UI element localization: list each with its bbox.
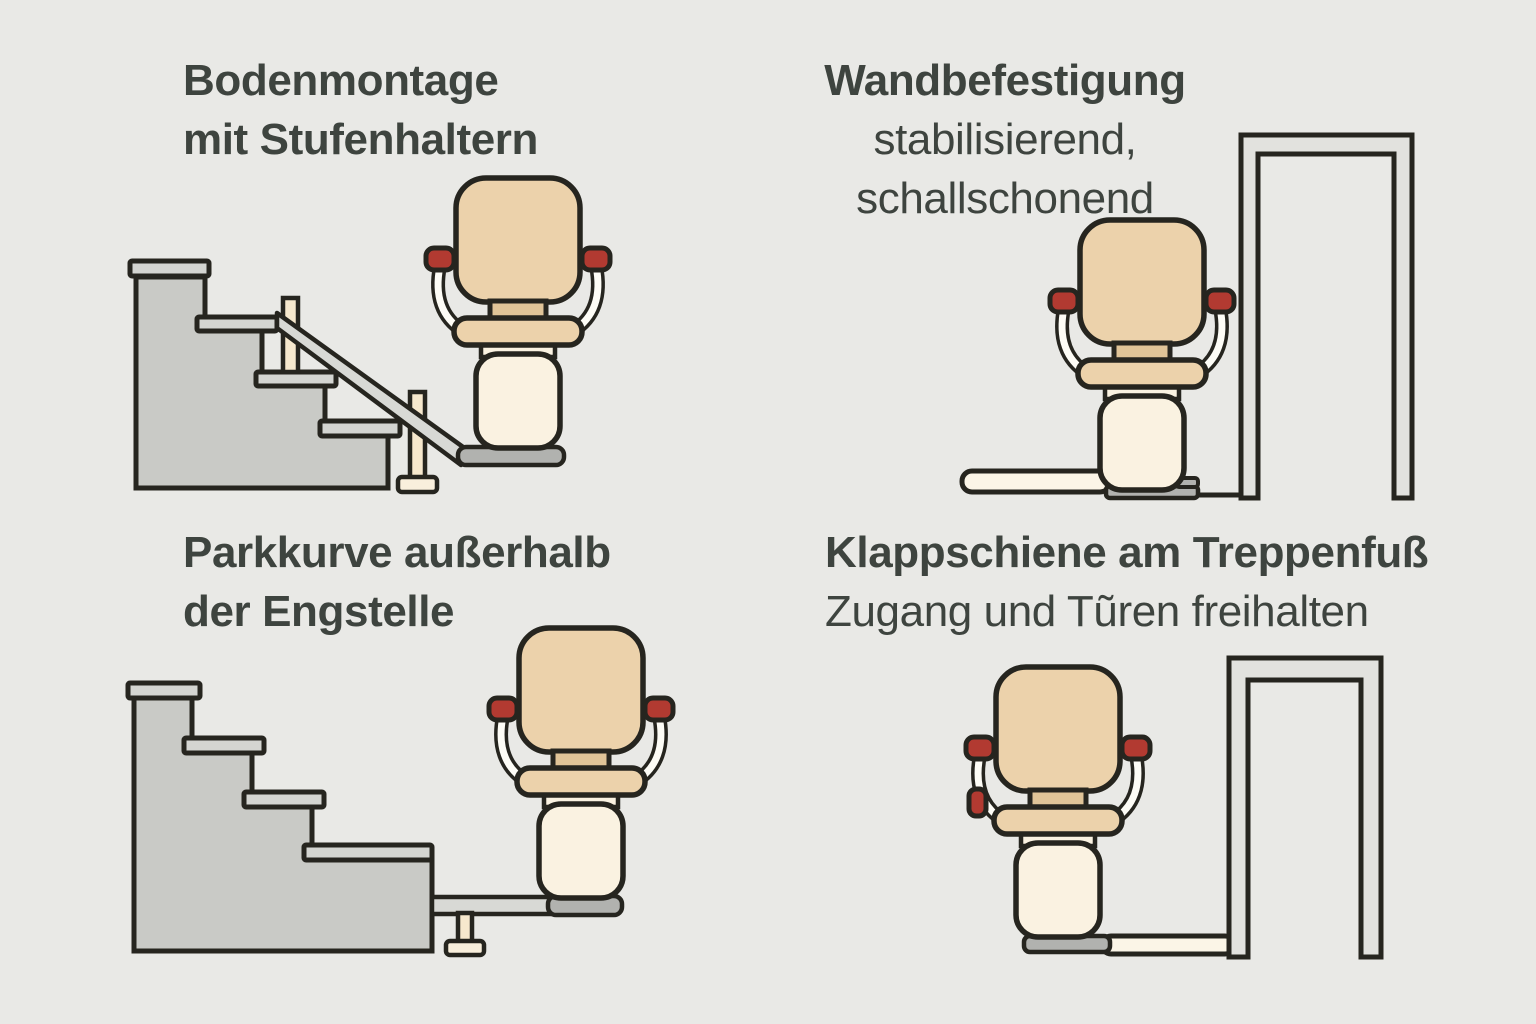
illustration-bodenmontage bbox=[127, 178, 610, 495]
title-line: Wandbefestigung bbox=[824, 56, 1186, 105]
chair-grip-extra-left bbox=[966, 786, 989, 819]
door-frame bbox=[1238, 132, 1415, 501]
rail-support-post bbox=[455, 910, 475, 945]
panel-title-wandbefestigung: Wandbefestigung stabilisierend, schallsc… bbox=[787, 51, 1223, 228]
title-line: der Engstelle bbox=[183, 587, 455, 636]
stair-tread bbox=[194, 314, 280, 334]
door-frame bbox=[1226, 655, 1384, 960]
stairlift-rail-horizontal bbox=[429, 894, 559, 917]
stair-tread bbox=[317, 418, 403, 439]
stairlift-rail-horizontal bbox=[959, 468, 1113, 495]
title-line: Klappschiene am Treppenfuß bbox=[825, 528, 1429, 577]
title-line: schallschonend bbox=[856, 174, 1154, 223]
panel-title-parkkurve: Parkkurve außerhalb der Engstelle bbox=[183, 523, 611, 641]
stair-tread bbox=[181, 735, 267, 756]
panel-title-bodenmontage: Bodenmontage mit Stufenhaltern bbox=[183, 51, 538, 169]
stairlift-rail-horizontal bbox=[1099, 933, 1237, 957]
stair-top-cap bbox=[127, 258, 212, 279]
stairlift-chair bbox=[966, 667, 1150, 937]
stair-top-cap bbox=[125, 680, 203, 701]
title-line: Parkkurve außerhalb bbox=[183, 528, 611, 577]
title-line: stabilisierend, bbox=[873, 115, 1137, 164]
illustration-parkkurve bbox=[125, 628, 673, 958]
stair-tread bbox=[241, 789, 327, 810]
rail-support-post-base bbox=[443, 938, 487, 958]
title-line: mit Stufenhaltern bbox=[183, 115, 538, 164]
illustration-klappschiene bbox=[966, 655, 1384, 960]
rail-support-post-base bbox=[395, 474, 440, 495]
title-line: Zugang und Tũren freihalten bbox=[825, 587, 1369, 636]
stairlift-chair bbox=[489, 628, 673, 898]
staircase-body bbox=[131, 695, 435, 954]
stair-tread bbox=[301, 842, 435, 863]
stairlift-chair bbox=[1050, 220, 1234, 490]
stairlift-chair bbox=[426, 178, 610, 448]
title-line: Bodenmontage bbox=[183, 56, 499, 105]
panel-title-klappschiene: Klappschiene am Treppenfuß Zugang und Tũ… bbox=[825, 523, 1429, 641]
illustration-wandbefestigung bbox=[959, 132, 1415, 501]
